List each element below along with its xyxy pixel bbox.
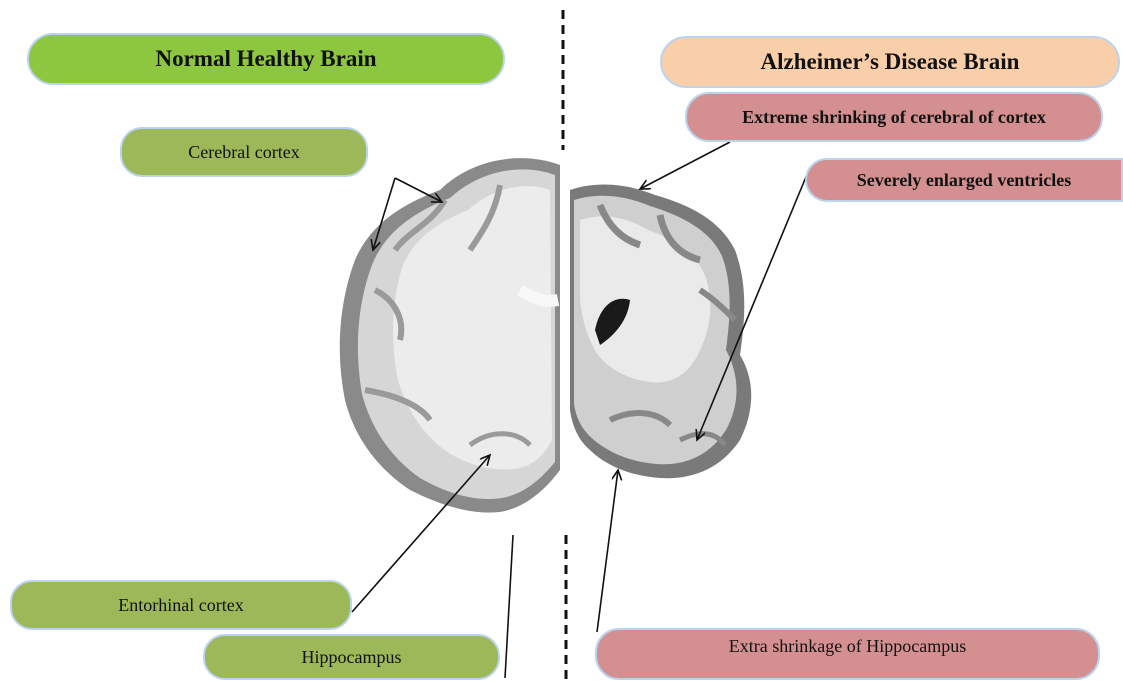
label-enlarged-ventricles: Severely enlarged ventricles: [805, 158, 1123, 202]
label-cerebral-cortex-text: Cerebral cortex: [188, 142, 299, 163]
line-hippocampus: [505, 535, 513, 678]
label-cerebral-cortex: Cerebral cortex: [120, 127, 368, 177]
normal-brain-title: Normal Healthy Brain: [27, 33, 505, 85]
normal-brain-title-text: Normal Healthy Brain: [155, 46, 376, 72]
label-enlarged-ventricles-text: Severely enlarged ventricles: [857, 170, 1072, 191]
normal-brain-image: [330, 150, 562, 535]
label-hippocampus: Hippocampus: [203, 634, 500, 680]
label-hippocampus-text: Hippocampus: [302, 647, 402, 668]
alzheimers-brain-image: [566, 150, 756, 535]
label-hippocampus-shrinkage-text: Extra shrinkage of Hippocampus: [729, 636, 966, 657]
alzheimers-brain-title-text: Alzheimer’s Disease Brain: [761, 49, 1020, 75]
alzheimers-brain-title: Alzheimer’s Disease Brain: [660, 36, 1120, 88]
label-entorhinal-cortex: Entorhinal cortex: [10, 580, 352, 630]
label-entorhinal-cortex-text: Entorhinal cortex: [118, 595, 243, 616]
label-cortex-shrinking-text: Extreme shrinking of cerebral of cortex: [742, 107, 1046, 128]
label-hippocampus-shrinkage: Extra shrinkage of Hippocampus: [595, 628, 1100, 680]
label-cortex-shrinking: Extreme shrinking of cerebral of cortex: [685, 92, 1103, 142]
